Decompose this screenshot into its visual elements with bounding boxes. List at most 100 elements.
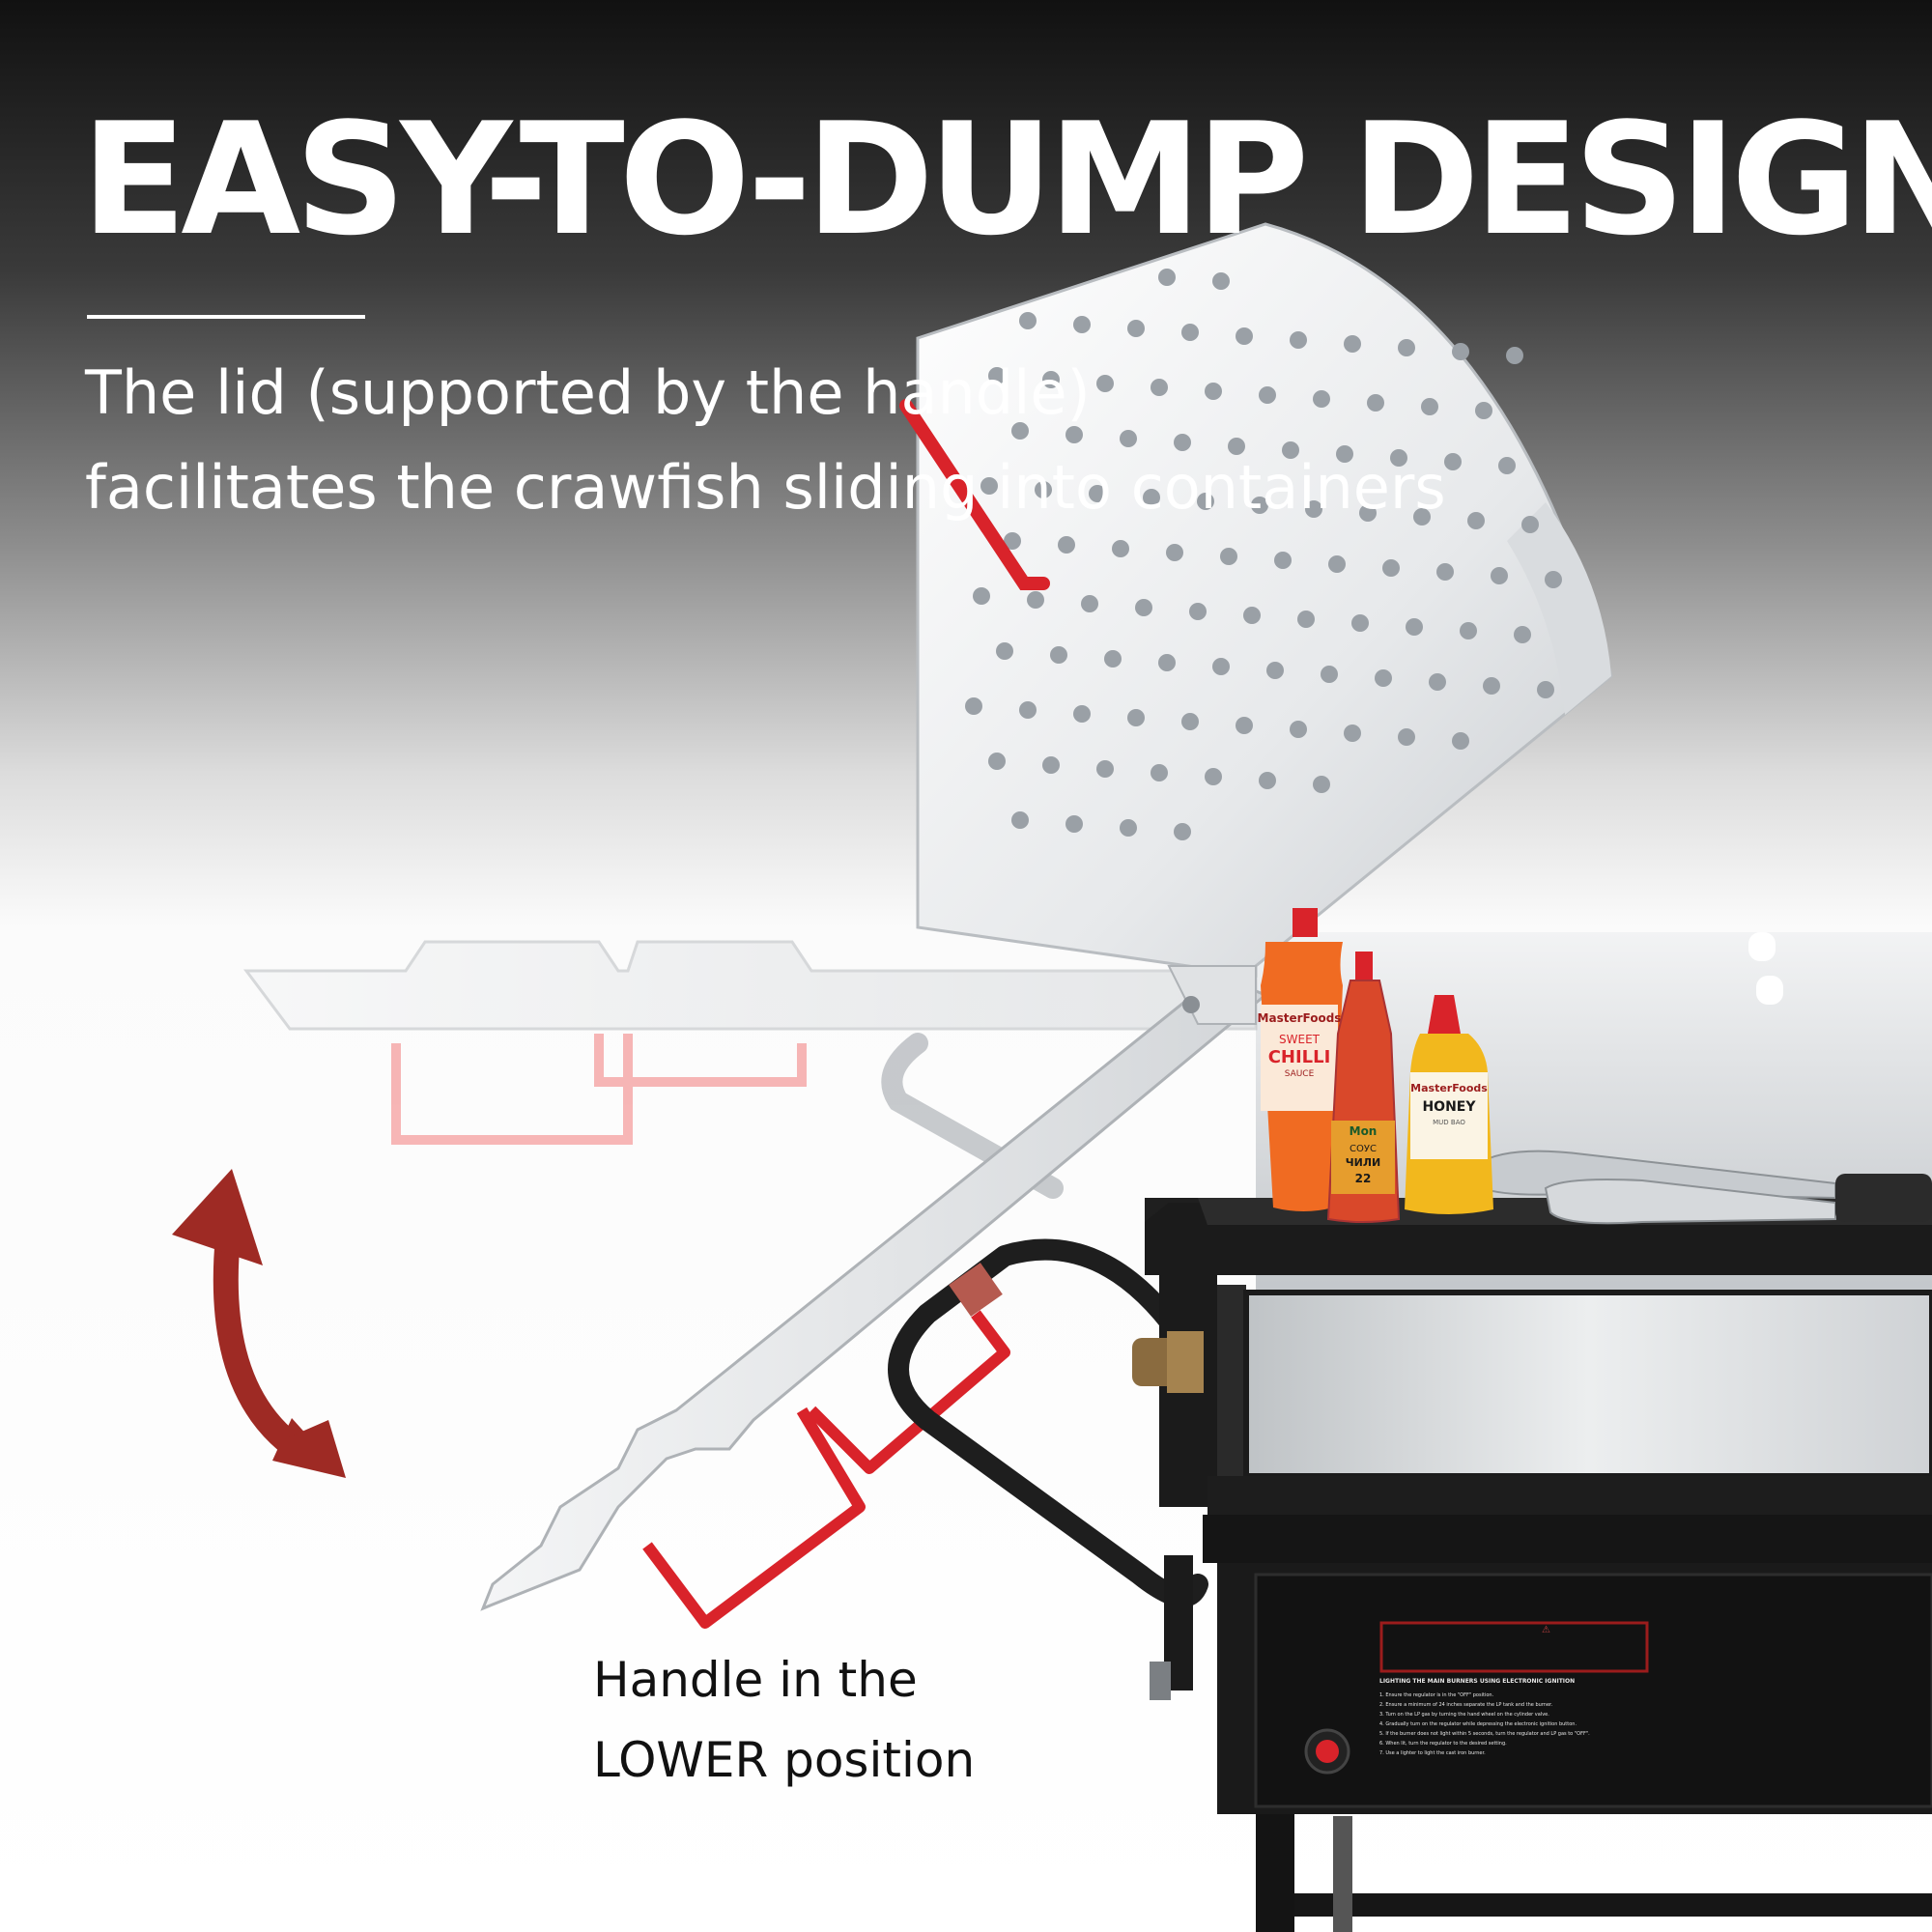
lid-hole	[1042, 371, 1060, 388]
lid-hole	[1390, 449, 1407, 467]
lid-hole	[1444, 453, 1462, 470]
lid-hole	[1174, 434, 1191, 451]
bottle-line1-label: СОУС	[1350, 1144, 1377, 1154]
lid-hole	[1398, 339, 1415, 356]
lid-hole	[1475, 402, 1492, 419]
warning-symbol: ⚠	[1542, 1625, 1550, 1635]
lid-hole	[988, 753, 1006, 770]
lid-hole	[1282, 441, 1299, 459]
lid-hole	[973, 587, 990, 605]
perforated-lid	[899, 222, 1613, 978]
lid-hole	[980, 477, 998, 495]
lid-hole	[1042, 756, 1060, 774]
lid-hole	[1297, 611, 1315, 628]
lid-hole	[1120, 819, 1137, 837]
instruction-step: 4. Gradually turn on the regulator while…	[1379, 1721, 1577, 1727]
bottle-line2-label: MUD BAO	[1433, 1119, 1465, 1126]
double-headed-arrow-icon	[172, 1169, 346, 1478]
lid-hole	[1050, 646, 1067, 664]
lid-hole	[1174, 823, 1191, 840]
lid-hole	[1220, 548, 1237, 565]
lid-hole	[1266, 662, 1284, 679]
lid-hole	[1375, 669, 1392, 687]
bottle-line1-label: SWEET	[1279, 1033, 1321, 1046]
lid-hole	[1413, 508, 1431, 526]
lid-hole	[1127, 320, 1145, 337]
lid-hole	[1212, 658, 1230, 675]
lid-hole	[1158, 269, 1176, 286]
lid-hole	[1251, 497, 1268, 514]
lid-hole	[1506, 347, 1523, 364]
lid-hole	[1344, 724, 1361, 742]
lid-handle	[899, 399, 1050, 590]
lid-hole	[1467, 512, 1485, 529]
lid-hole	[1011, 811, 1029, 829]
lid-hole	[1521, 516, 1539, 533]
lid-hole	[1096, 375, 1114, 392]
bottle-sweet-chilli: MasterFoods SWEET CHILLI SAUCE	[1258, 908, 1343, 1211]
lid-hole	[1166, 544, 1183, 561]
instruction-step: 6. When lit, turn the regulator to the d…	[1379, 1741, 1507, 1747]
lid-hole	[1382, 559, 1400, 577]
lid-hole	[1019, 701, 1037, 719]
lid-hole	[1228, 438, 1245, 455]
bottle-line2-label: CHILLI	[1268, 1047, 1331, 1067]
lid-hole	[1290, 721, 1307, 738]
lid-hole	[1436, 563, 1454, 581]
lid-hole	[1259, 772, 1276, 789]
lid-hole	[1351, 614, 1369, 632]
lid-hole	[1537, 681, 1554, 698]
lid-hole	[1328, 555, 1346, 573]
lid-hole	[1305, 500, 1322, 518]
tray-lowered	[480, 965, 1268, 1629]
lid-hole	[1336, 445, 1353, 463]
instruction-step: 7. Use a lighter to light the cast iron …	[1379, 1750, 1486, 1756]
bottle-line3-label: SAUCE	[1285, 1069, 1315, 1079]
lid-hole	[1058, 536, 1075, 554]
lid-hole	[1483, 677, 1500, 695]
lid-hole	[1205, 383, 1222, 400]
lid-hole	[1004, 532, 1021, 550]
warning-label: ⚠	[1379, 1621, 1649, 1673]
lid-hole	[1367, 394, 1384, 412]
lid-hole	[1112, 540, 1129, 557]
description-line-1: The lid (supported by the handle)	[85, 357, 1091, 428]
lid-hole	[1127, 709, 1145, 726]
lid-hole	[1545, 571, 1562, 588]
lid-hole	[1498, 457, 1516, 474]
lid-hole	[1452, 732, 1469, 750]
instruction-step: 1. Ensure the regulator is in the "OFF" …	[1379, 1692, 1494, 1698]
lid-hole	[1398, 728, 1415, 746]
bottle-line3-label: 22	[1355, 1172, 1372, 1185]
lid-hole	[1460, 622, 1477, 639]
lid-hole	[1073, 705, 1091, 723]
lid-hole	[1011, 422, 1029, 440]
lid-hole	[1104, 650, 1122, 668]
lid-hole	[1359, 504, 1377, 522]
ignition-button[interactable]	[1304, 1728, 1350, 1775]
lid-hole	[1035, 481, 1052, 498]
instruction-step: 5. If the burner does not light within 5…	[1379, 1731, 1590, 1737]
lid-hole	[1452, 343, 1469, 360]
lid-hole	[1151, 379, 1168, 396]
instruction-step: 3. Turn on the LP gas by turning the han…	[1379, 1712, 1549, 1718]
lid-hole	[996, 642, 1013, 660]
lid-hole	[1429, 673, 1446, 691]
lid-hole	[1181, 324, 1199, 341]
lid-hole	[965, 697, 982, 715]
lid-hole	[1096, 760, 1114, 778]
caption-line-2: LOWER position	[593, 1732, 976, 1788]
bottle-line1-label: HONEY	[1422, 1099, 1476, 1115]
bottle-line2-label: ЧИЛИ	[1346, 1156, 1380, 1169]
lid-hole	[1313, 390, 1330, 408]
lid-hole	[1236, 717, 1253, 734]
lid-hole	[1212, 272, 1230, 290]
lid-hole	[1421, 398, 1438, 415]
lid-hole	[1073, 316, 1091, 333]
lid-hole	[1290, 331, 1307, 349]
bottle-brand-label: Mon	[1350, 1124, 1378, 1138]
lid-hole	[1158, 654, 1176, 671]
lid-hole	[1027, 591, 1044, 609]
